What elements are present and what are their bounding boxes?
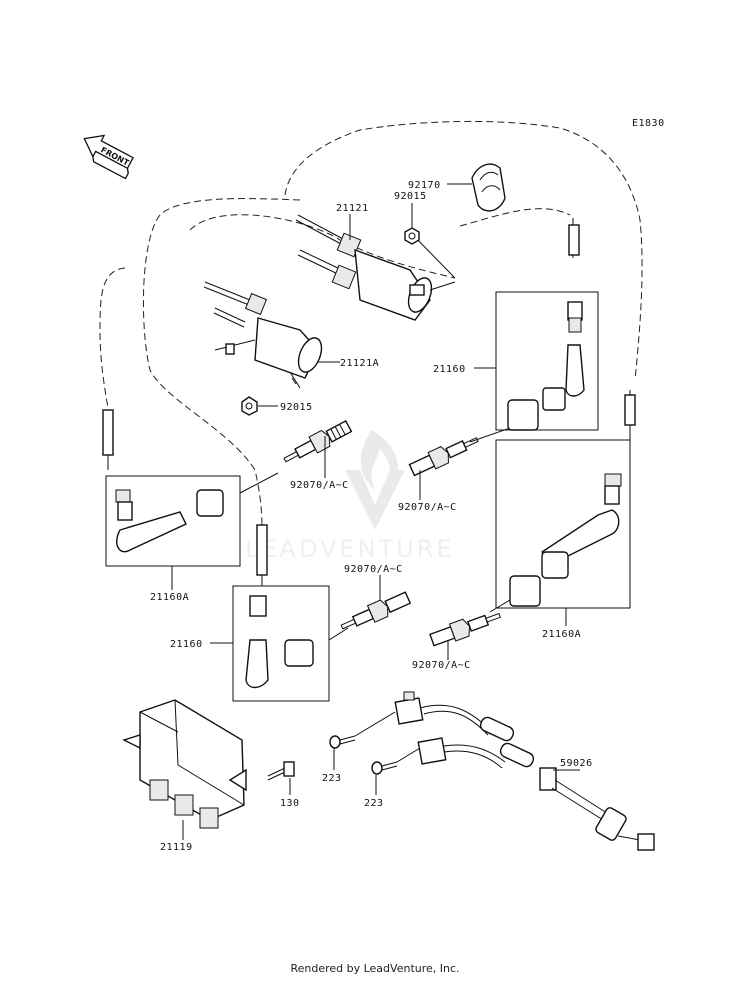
label-92015-upper: 92015 (394, 191, 427, 202)
ignition-coil-lower (203, 281, 323, 389)
wire-route-right (459, 208, 571, 227)
label-223-1: 223 (322, 773, 342, 784)
spark-plug-2 (408, 437, 479, 477)
label-21121: 21121 (336, 203, 369, 214)
clamp (471, 163, 506, 212)
label-223-2: 223 (364, 798, 384, 809)
label-92170: 92170 (408, 180, 441, 191)
wire-route-far-left (99, 267, 126, 409)
wiring-harness (354, 691, 655, 851)
label-130: 130 (280, 798, 300, 809)
spark-plug-1 (283, 419, 353, 463)
label-21160-right: 21160 (433, 364, 466, 375)
footer-credit: Rendered by LeadVenture, Inc. (290, 962, 460, 975)
box-cap-left (105, 475, 241, 567)
label-plug-1: 92070/A~C (290, 480, 349, 491)
spark-plug-4 (429, 612, 501, 647)
nut-lower (241, 396, 258, 416)
label-21160A-left: 21160A (150, 592, 189, 603)
cap-right-lower (509, 473, 622, 607)
ignition-coil-upper (295, 214, 456, 321)
label-plug-2: 92070/A~C (398, 502, 457, 513)
watermark-text: LEADVENTURE (245, 535, 455, 563)
cap-center (245, 524, 314, 689)
nut-upper (404, 227, 420, 245)
label-plug-3: 92070/A~C (344, 564, 403, 575)
front-arrow-icon: FRONT (83, 134, 134, 180)
box-cap-right-upper (495, 291, 599, 431)
diagram-code: E1830 (632, 118, 665, 129)
bolt (267, 761, 295, 781)
label-21119: 21119 (160, 842, 193, 853)
wire-route-left (142, 198, 301, 531)
cap-right-upper (507, 218, 585, 431)
label-21160-center: 21160 (170, 639, 203, 650)
watermark-logo: LEADVENTURE (245, 430, 455, 563)
screw-1 (329, 735, 356, 749)
screw-2 (371, 761, 398, 775)
wire-route-coil (189, 214, 456, 279)
wire-route-outer (284, 120, 643, 381)
label-21160A-right: 21160A (542, 629, 581, 640)
spark-plug-3 (340, 591, 412, 630)
box-cap-right-lower (495, 439, 631, 609)
label-plug-4: 92070/A~C (412, 660, 471, 671)
cap-left (102, 409, 224, 553)
label-21121A: 21121A (340, 358, 379, 369)
label-59026: 59026 (560, 758, 593, 769)
igniter-unit (122, 699, 247, 829)
label-92015-lower: 92015 (280, 402, 313, 413)
